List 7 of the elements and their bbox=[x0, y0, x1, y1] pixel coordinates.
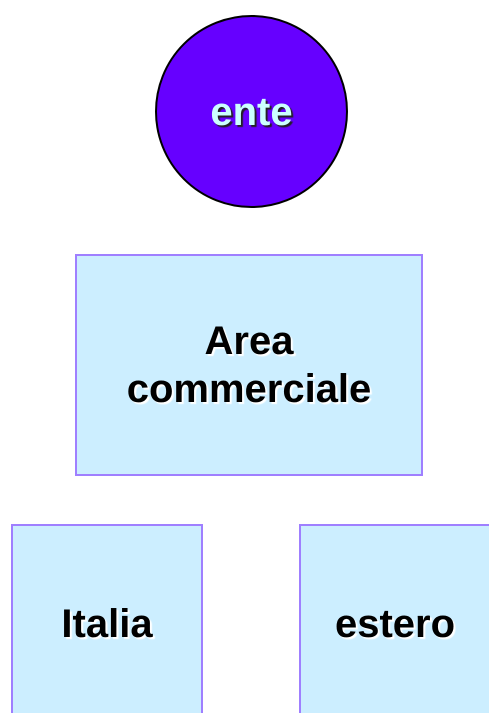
process-box bbox=[299, 524, 489, 713]
node-label: Area commerciale bbox=[126, 318, 372, 413]
node-label: Italia bbox=[60, 601, 154, 648]
node-label: estero bbox=[334, 601, 456, 648]
process-box bbox=[11, 524, 203, 713]
node-label: ente bbox=[209, 88, 294, 136]
process-box bbox=[75, 254, 423, 476]
